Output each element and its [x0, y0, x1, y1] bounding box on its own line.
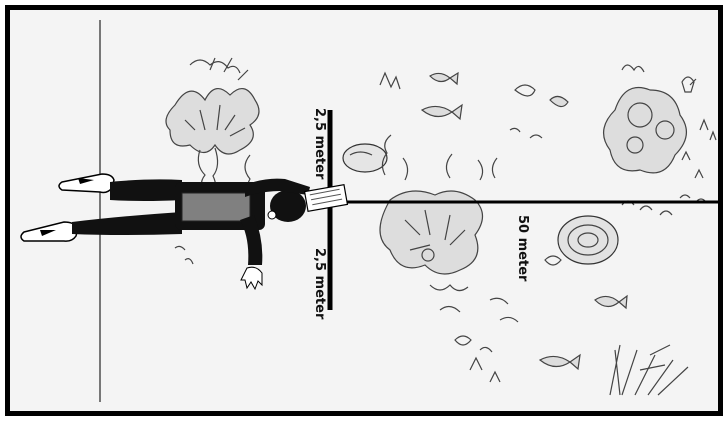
- fish-icon: [540, 296, 627, 369]
- coral-icon: [455, 298, 518, 382]
- diver-icon: [21, 174, 347, 289]
- slate-icon: [305, 185, 348, 212]
- coral-icon: [604, 65, 687, 173]
- gauge-icon: [268, 211, 276, 219]
- coral-icon: [545, 216, 618, 265]
- lower-width-label: 2,5 meter: [312, 248, 327, 319]
- coral-icon: [380, 73, 568, 138]
- diagram-frame: 2,5 meter 2,5 meter 50 meter: [5, 5, 723, 416]
- seaweed-icon: [610, 345, 688, 395]
- fish-icon: [422, 73, 462, 119]
- transect-length-label: 50 meter: [515, 215, 530, 281]
- sea-anemone-icon: [682, 77, 716, 178]
- rock-icon: [343, 144, 387, 172]
- upper-width-label: 2,5 meter: [312, 108, 327, 179]
- reef-survey-scene: [10, 10, 718, 411]
- seaweed-icon: [382, 135, 497, 180]
- coral-icon: [380, 191, 483, 312]
- coral-icon: [166, 58, 259, 154]
- sea-anemone-icon: [622, 195, 706, 215]
